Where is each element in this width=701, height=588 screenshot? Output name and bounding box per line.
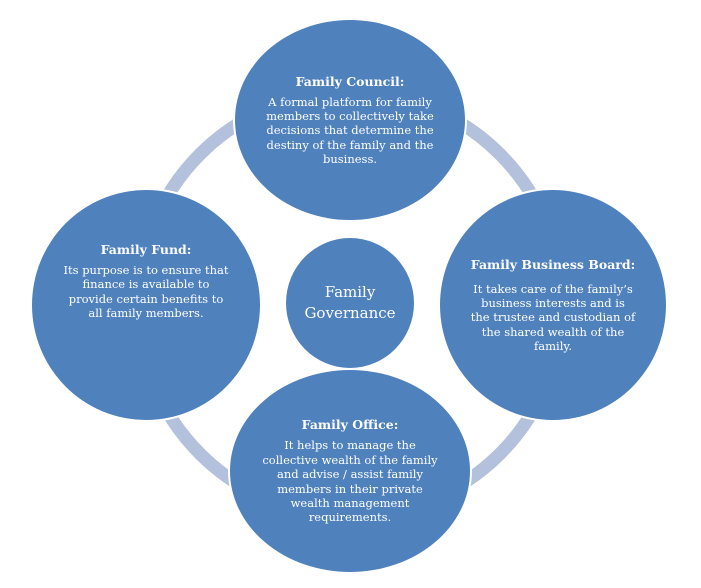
node-description: Its purpose is to ensure that finance is… [63, 263, 229, 321]
node-family-council: Family Council: A formal platform for fa… [233, 18, 467, 222]
node-center-family-governance: Family Governance [284, 236, 416, 370]
node-description: A formal platform for family members to … [266, 94, 434, 167]
node-title: Family Office: [301, 417, 399, 433]
center-label-line1: Family [324, 283, 376, 301]
node-title: Family Council: [295, 73, 405, 89]
node-description: It takes care of the family’s business i… [470, 281, 636, 354]
node-family-office: Family Office: It helps to manage the co… [228, 368, 472, 574]
node-family-fund: Family Fund: Its purpose is to ensure th… [30, 188, 262, 422]
node-family-business-board: Family Business Board: It takes care of … [438, 188, 668, 422]
node-description: It helps to manage the collective wealth… [262, 438, 438, 525]
center-label-line2: Governance [304, 304, 396, 322]
node-title: Family Business Board: [470, 256, 636, 272]
node-title: Family Fund: [100, 242, 192, 257]
